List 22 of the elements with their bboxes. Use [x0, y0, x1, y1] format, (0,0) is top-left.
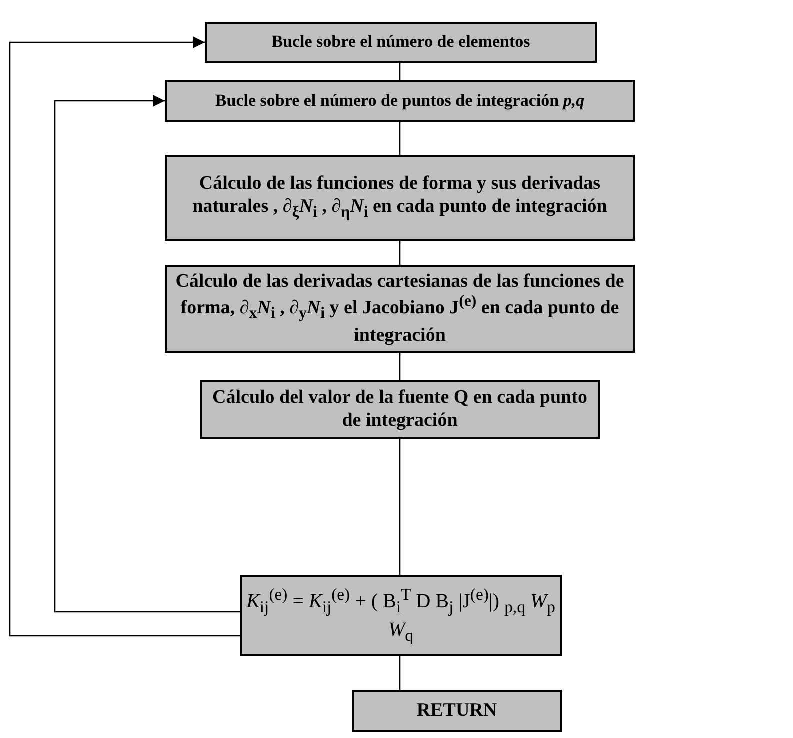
step-text: Cálculo de las derivadas cartesianas de las funciones de forma, ∂$_{x}$N$_{i}$ , ∂$_{y}$N$_{i}$ y el Jacobiano J$^{(e)}$ en cada punto de integración: [174, 270, 626, 348]
connector-line: [399, 63, 401, 80]
loop-arrow: [9, 36, 240, 637]
connector-line: [399, 122, 401, 155]
process-box: [205, 22, 597, 63]
process-box: [352, 690, 562, 732]
step-text: Cálculo del valor de la fuente Q en cada punto de integración: [212, 386, 588, 432]
connector-line: [399, 656, 401, 690]
step-text: Bucle sobre el número de puntos de integración p,q: [215, 90, 585, 112]
step-text: Bucle sobre el número de elementos: [272, 32, 530, 53]
connector-line: [399, 439, 401, 575]
formula-box: [240, 575, 562, 656]
connector-line: [399, 241, 401, 265]
process-box: [165, 80, 635, 122]
connector-line: [399, 353, 401, 380]
formula-text: K$_{ij}$$^{(e)}$ = K$_{ij}$$^{(e)}$ + ( B$_{i}$$^{T}$ D B$_{j}$ |J$^{(e)}$|) $_{p,q}$ W$_{p}$ W$_{q}$: [246, 585, 556, 646]
process-box: [200, 380, 600, 439]
step-text: Cálculo de las funciones de forma y sus derivadas naturales , ∂$_{ξ}$N$_{i}$ , ∂$_{η}$N$_{i}$ en cada punto de integración: [192, 173, 608, 223]
process-box: [165, 155, 635, 241]
process-box: [165, 265, 635, 353]
step-text: RETURN: [416, 700, 498, 722]
loop-arrow: [54, 95, 240, 613]
